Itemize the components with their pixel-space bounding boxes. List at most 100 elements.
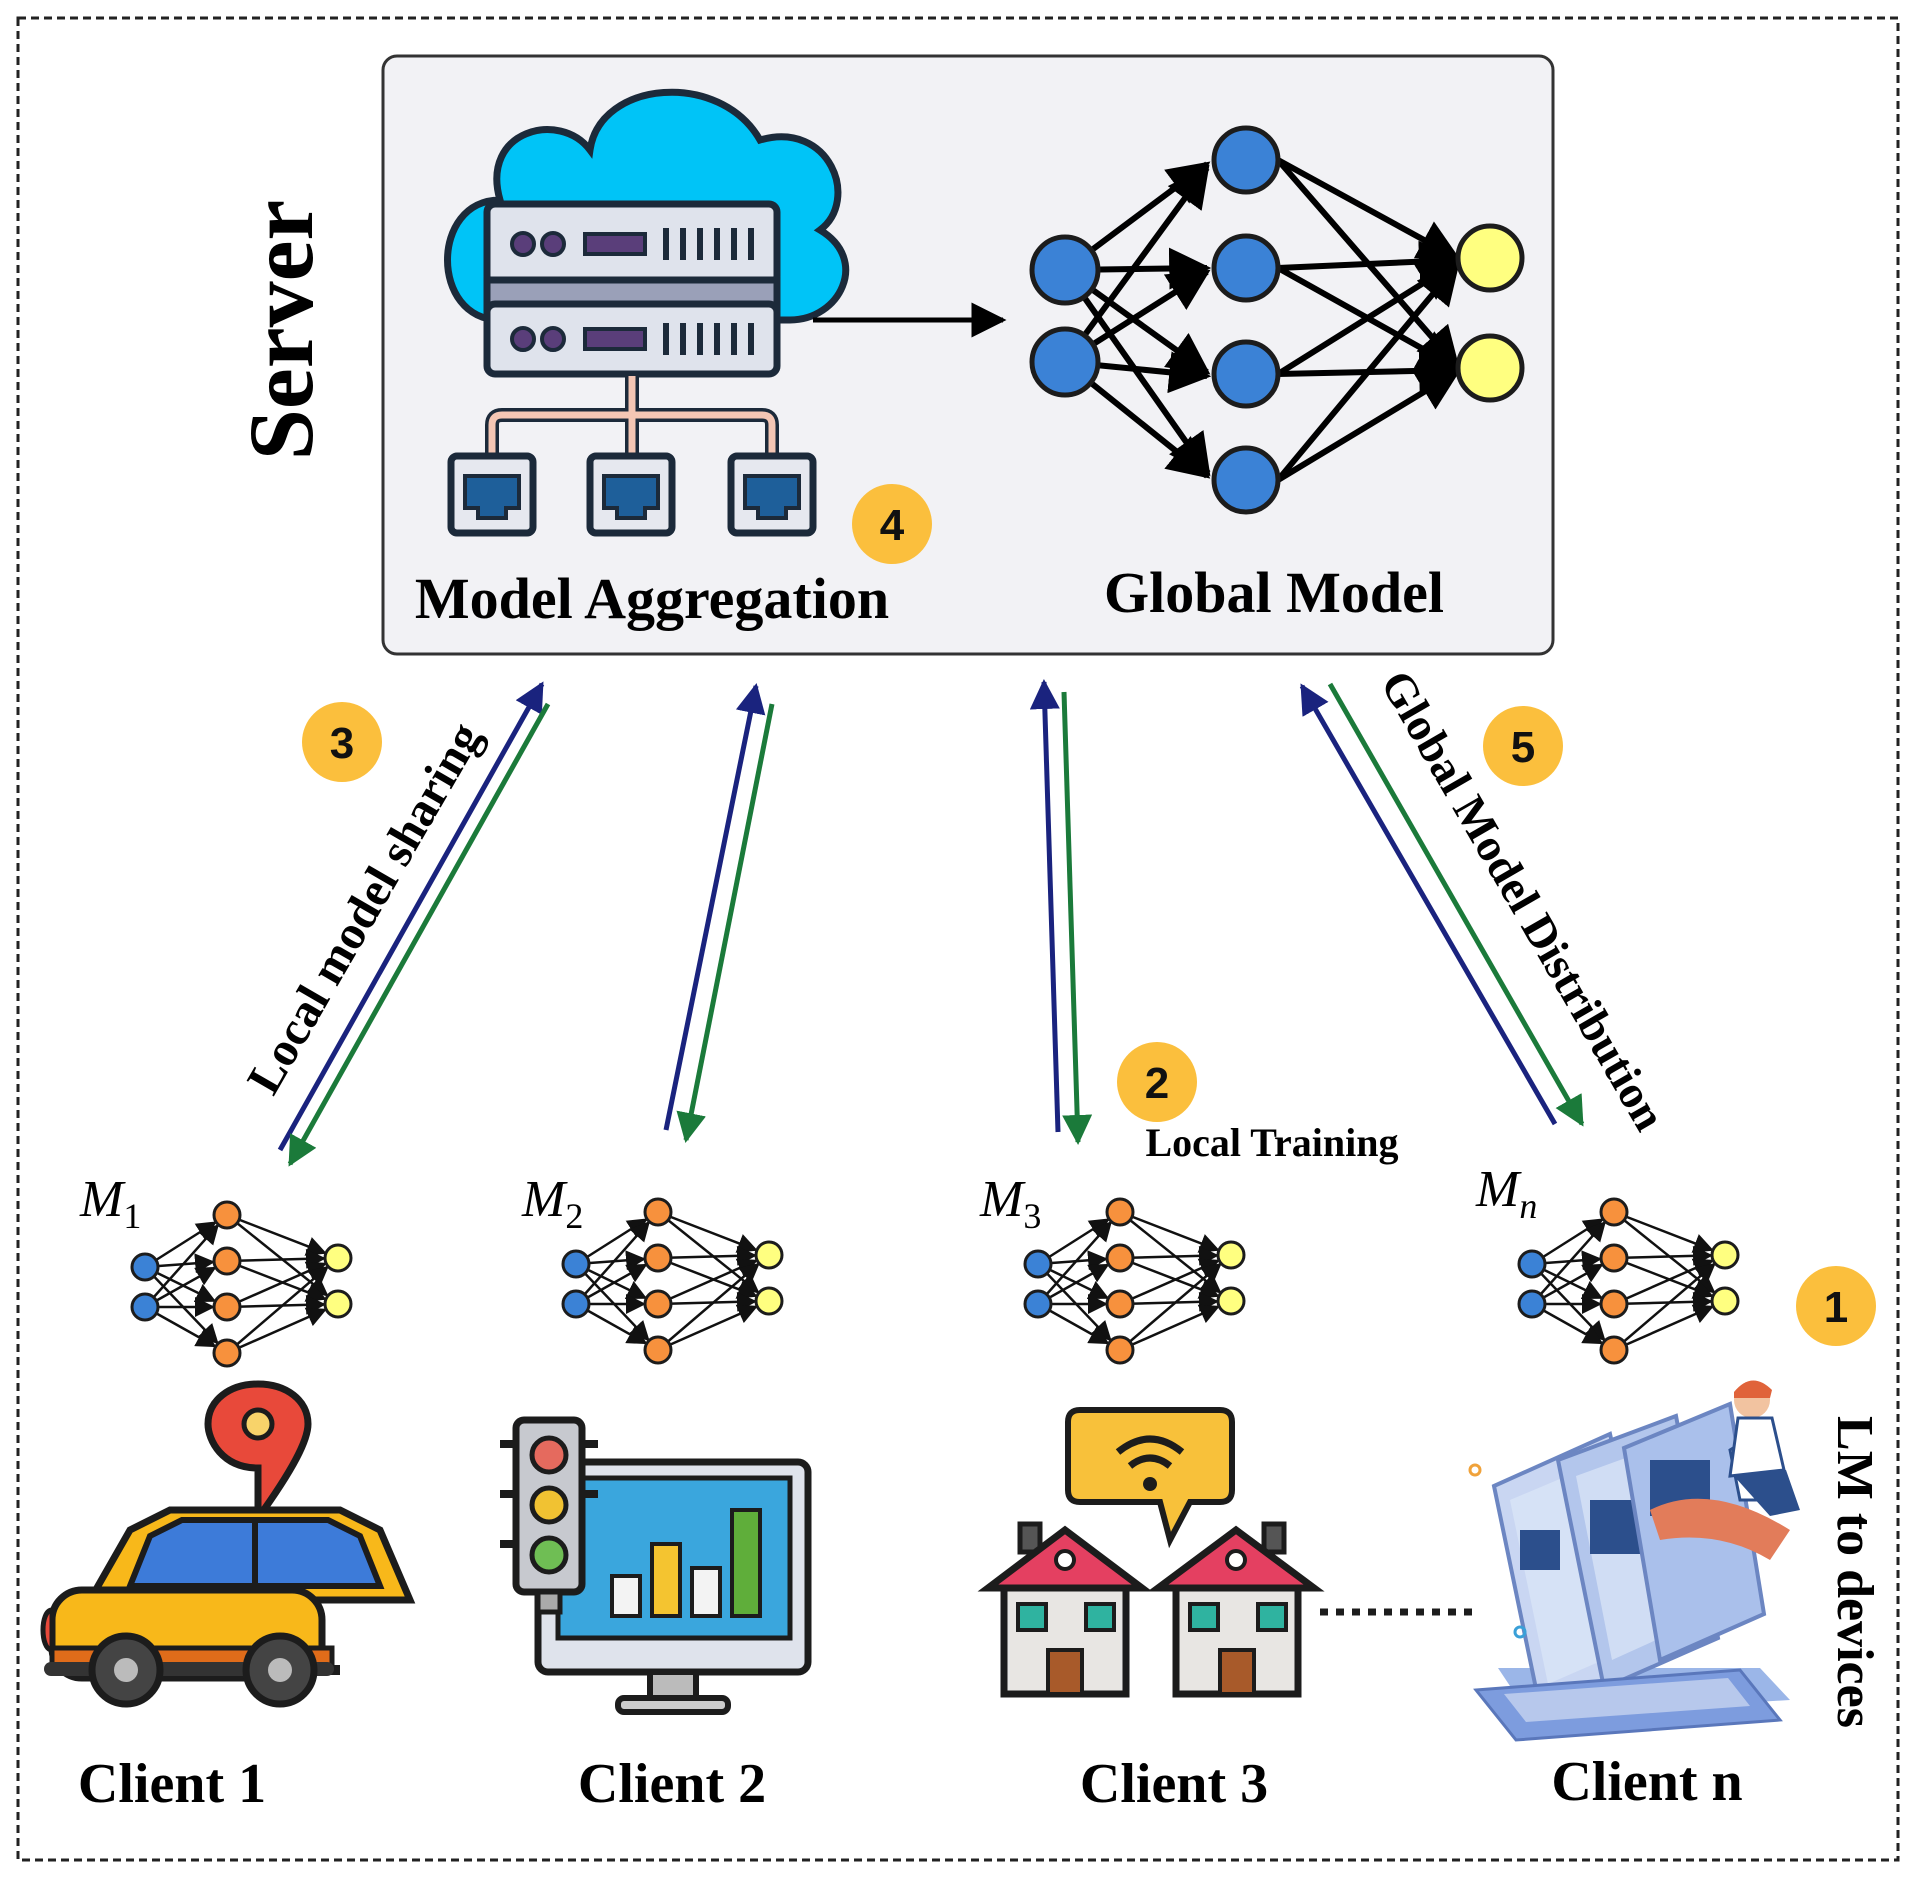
network-edge (144, 1223, 220, 1308)
local-output-node (1216, 1286, 1246, 1316)
client2-arrows (663, 683, 775, 1143)
network-edge (657, 1258, 759, 1306)
upload-arrow (663, 683, 766, 1131)
network-edge (1613, 1262, 1716, 1351)
global-hidden-node (1211, 445, 1281, 515)
global-input-node (1029, 326, 1101, 398)
local-output-node (1710, 1286, 1740, 1316)
lm-to-devices-label: LM to devices (1826, 1416, 1883, 1728)
network-edge (1613, 1211, 1716, 1294)
network-edge (226, 1265, 329, 1354)
network-edge (226, 1259, 327, 1302)
local-input-node (561, 1289, 591, 1319)
client-n-label: Client n (1551, 1751, 1742, 1813)
download-arrow (676, 703, 775, 1143)
svg-text:3: 3 (330, 719, 354, 768)
local-output-node (323, 1243, 353, 1273)
network-edge (1613, 1304, 1715, 1352)
step-badge-1: 1 (1796, 1266, 1876, 1346)
network-edge (1613, 1256, 1714, 1299)
local-model-network-2 (561, 1197, 784, 1365)
traffic-monitor-icon (500, 1416, 812, 1715)
network-edge (657, 1262, 760, 1351)
network-edge (657, 1291, 758, 1312)
local-hidden-node (212, 1292, 242, 1322)
step-badge-3: 3 (302, 702, 382, 782)
svg-text:4: 4 (880, 501, 905, 550)
step-badge-4: 4 (852, 484, 932, 564)
model-label-m1: M1 (79, 1171, 141, 1236)
local-hidden-node (212, 1200, 242, 1230)
network-edge (1037, 1220, 1113, 1305)
svg-text:1: 1 (1824, 1283, 1848, 1332)
local-hidden-node (643, 1197, 673, 1227)
download-arrow (1327, 682, 1585, 1127)
local-input-node (1517, 1249, 1547, 1279)
network-edge (1119, 1258, 1221, 1306)
local-hidden-node (1105, 1197, 1135, 1227)
network-edge (657, 1245, 758, 1266)
local-hidden-node (1599, 1243, 1629, 1273)
local-hidden-node (1599, 1289, 1629, 1319)
network-edge (657, 1210, 758, 1253)
global-model-label: Global Model (1104, 560, 1444, 625)
local-input-node (130, 1292, 160, 1322)
svg-text:2: 2 (1145, 1059, 1169, 1108)
local-hidden-node (212, 1338, 242, 1368)
model-aggregation-label: Model Aggregation (415, 566, 889, 631)
local-hidden-node (1105, 1243, 1135, 1273)
global-hidden-node (1211, 233, 1281, 303)
local-hidden-node (1599, 1335, 1629, 1365)
network-edge (657, 1256, 758, 1299)
download-arrow (1061, 691, 1093, 1145)
cloud-server-icon (444, 88, 850, 537)
model-label-mn: Mn (1475, 1161, 1537, 1226)
local-input-node (1023, 1249, 1053, 1279)
network-edge (1613, 1258, 1715, 1306)
local-output-node (1216, 1240, 1246, 1270)
network-edge (1119, 1211, 1222, 1294)
step-badge-2: 2 (1117, 1042, 1197, 1122)
local-output-node (754, 1240, 784, 1270)
client1-arrows (277, 681, 551, 1167)
global-hidden-node (1211, 339, 1281, 409)
local-model-network-1 (130, 1200, 353, 1368)
local-output-node (1710, 1240, 1740, 1270)
network-edge (226, 1294, 327, 1315)
local-output-node (754, 1286, 784, 1316)
network-edge (1119, 1291, 1220, 1312)
download-arrow (287, 702, 551, 1167)
local-hidden-node (643, 1335, 673, 1365)
global-output-node (1455, 223, 1525, 293)
network-edge (1613, 1210, 1714, 1253)
network-edge (1119, 1245, 1220, 1266)
upload-arrow (277, 681, 545, 1152)
network-edge (1613, 1291, 1714, 1312)
network-edge (1531, 1220, 1607, 1305)
network-edge (575, 1220, 651, 1305)
model-label-m2: M2 (521, 1171, 583, 1236)
network-edge (1119, 1256, 1220, 1299)
local-hidden-node (643, 1243, 673, 1273)
network-edge (657, 1304, 759, 1352)
local-input-node (1023, 1289, 1053, 1319)
global-hidden-node (1211, 125, 1281, 195)
network-edge (657, 1211, 760, 1294)
network-edge (1613, 1245, 1714, 1266)
local-hidden-node (643, 1289, 673, 1319)
local-input-node (1517, 1289, 1547, 1319)
local-output-node (323, 1289, 353, 1319)
local-hidden-node (212, 1246, 242, 1276)
laptop-user-icon (1468, 1380, 1800, 1742)
server-title: Server (230, 200, 332, 461)
network-edge (226, 1213, 327, 1256)
network-edge (226, 1261, 328, 1309)
network-edge (1119, 1304, 1221, 1352)
local-input-node (130, 1252, 160, 1282)
local-hidden-node (1105, 1289, 1135, 1319)
model-label-m3: M3 (979, 1171, 1041, 1236)
network-edge (226, 1307, 328, 1355)
local-hidden-node (1105, 1335, 1135, 1365)
network-edge (1119, 1262, 1222, 1351)
